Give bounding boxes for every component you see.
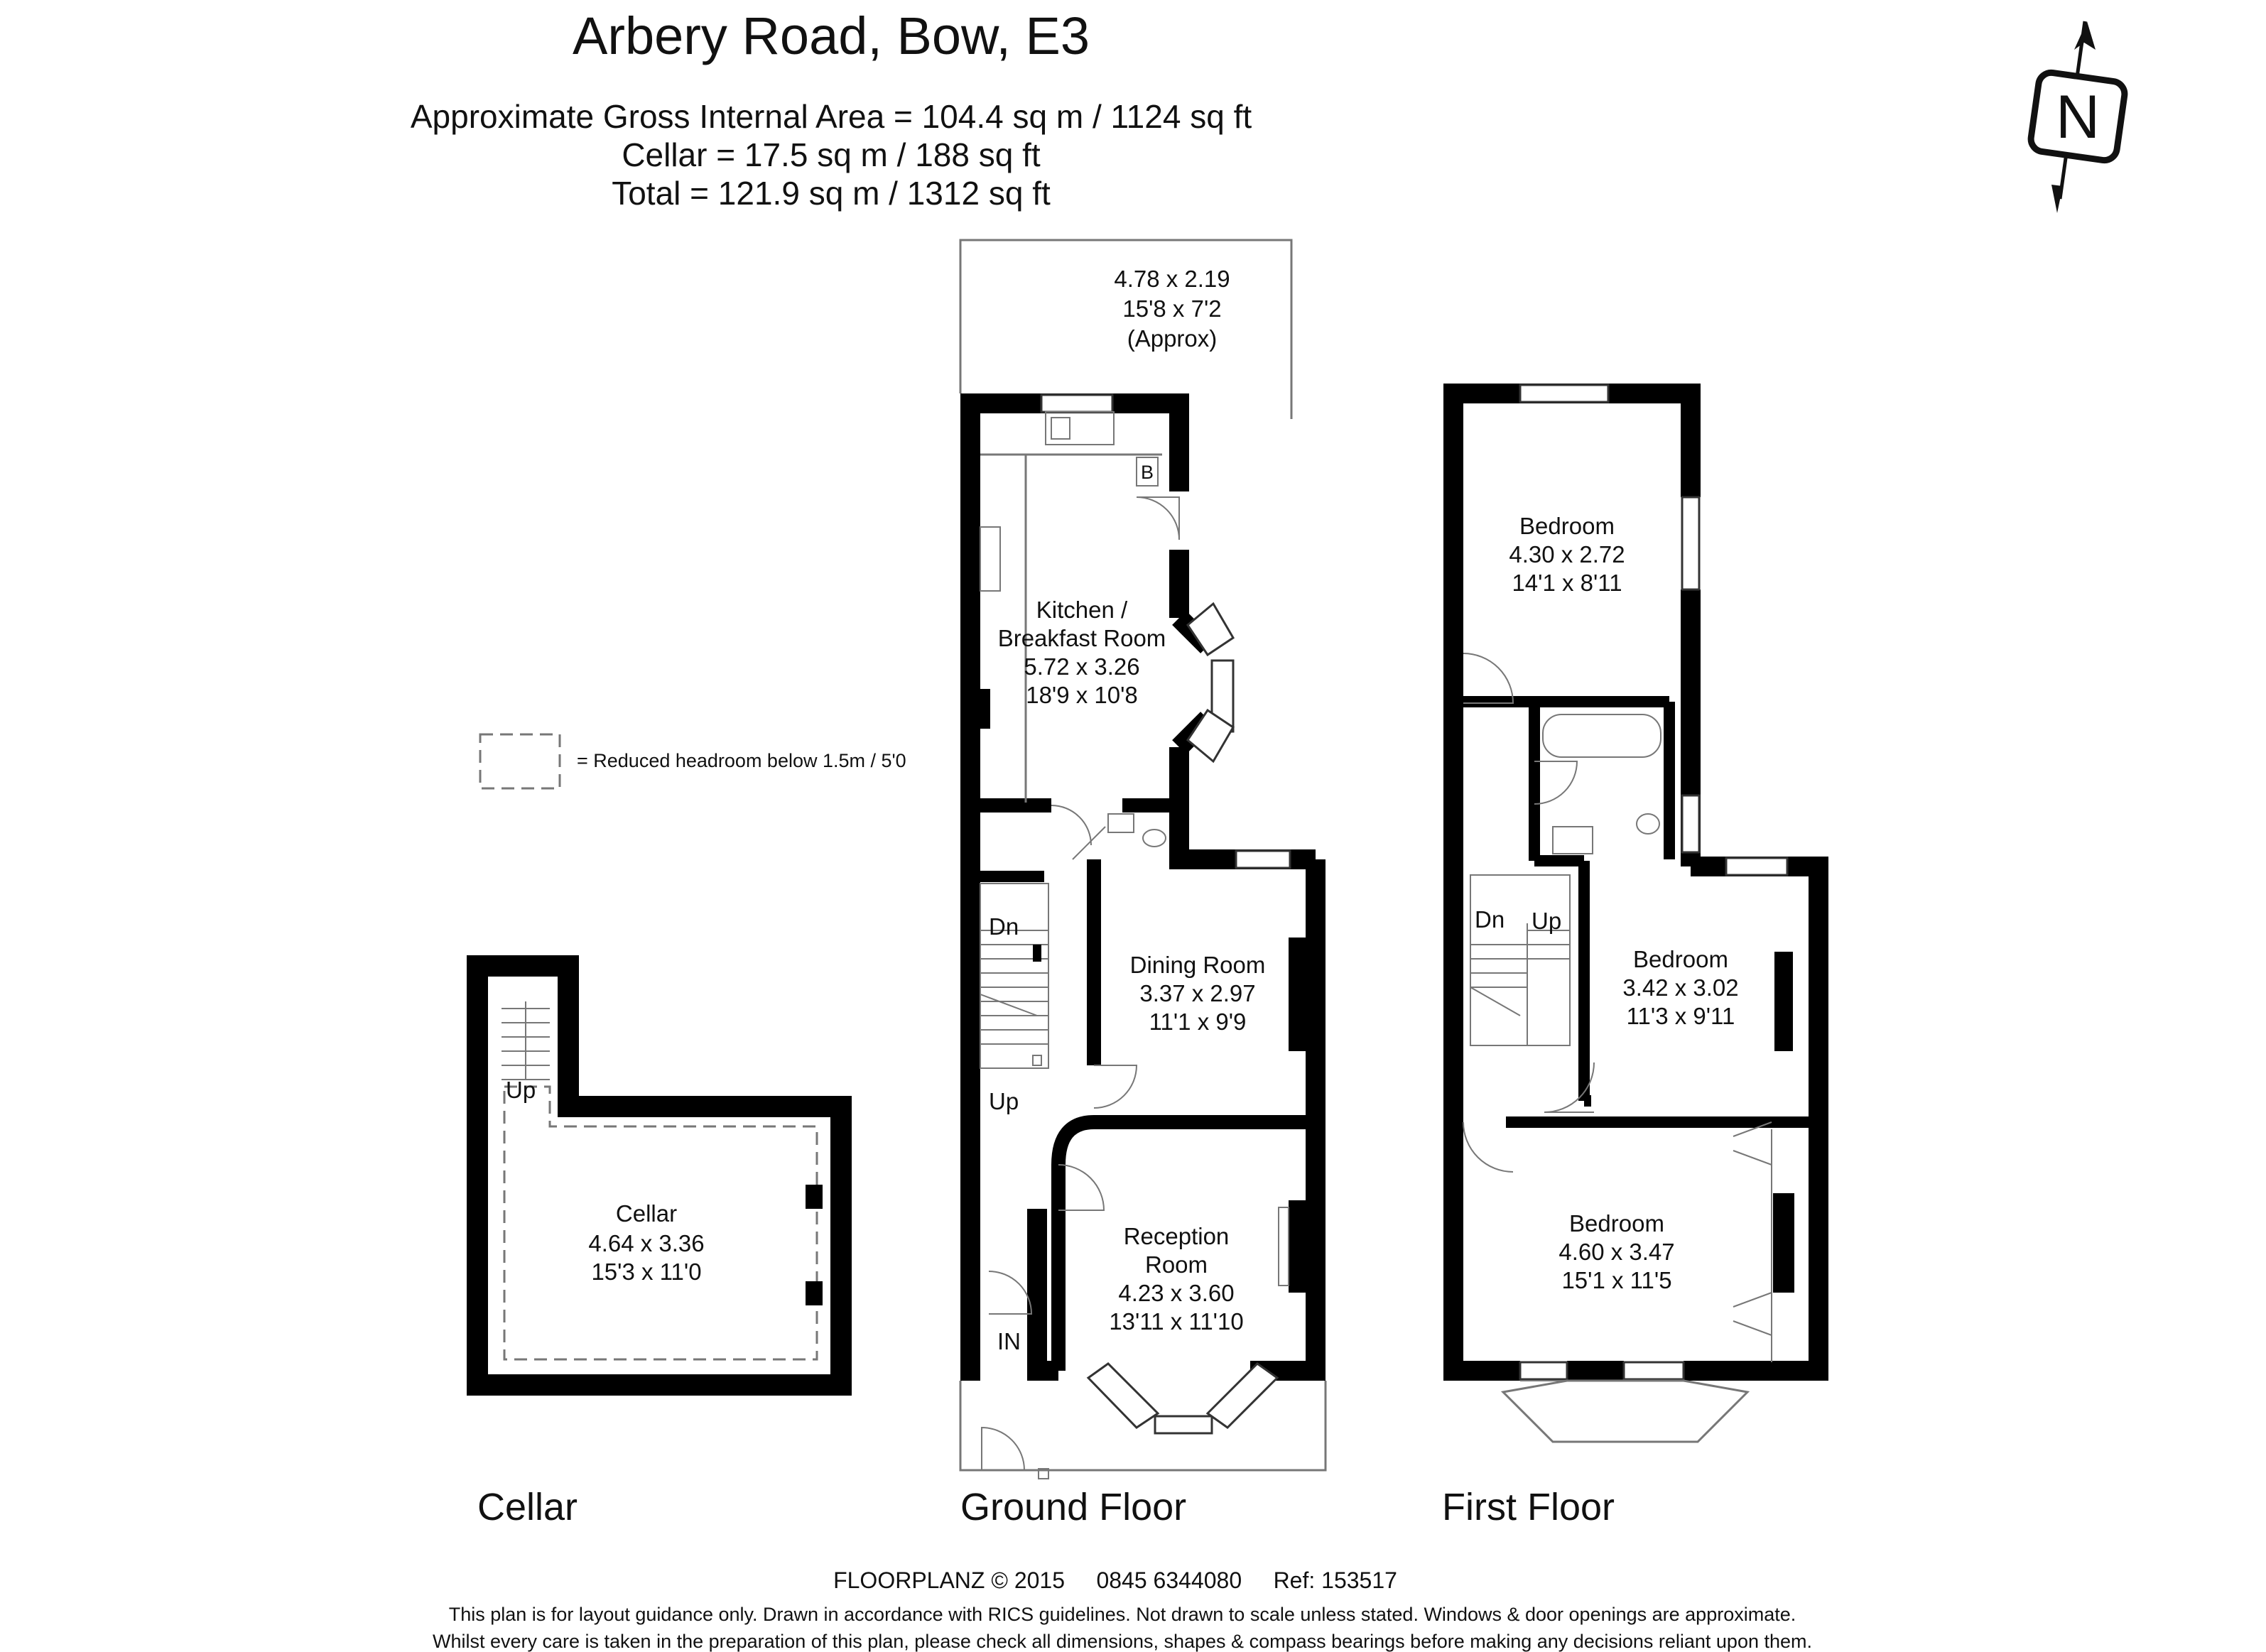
dining-room-imperial: 11'1 x 9'9 xyxy=(1149,1009,1247,1035)
garden-approx-note: (Approx) xyxy=(1127,325,1218,352)
footer-credits: FLOORPLANZ © 2015 0845 6344080 Ref: 1535… xyxy=(833,1567,1397,1593)
legend-text: = Reduced headroom below 1.5m / 5'0 xyxy=(577,750,906,771)
first-floor-stairs xyxy=(1470,874,1571,1046)
north-arrow-icon: N xyxy=(2027,21,2128,213)
floor-label-ground: Ground Floor xyxy=(960,1486,1186,1528)
first-stair-down-label: Dn xyxy=(1475,906,1505,933)
bedroom-middle-name: Bedroom xyxy=(1633,946,1728,972)
porch-door xyxy=(981,1426,1025,1471)
page-title: Arbery Road, Bow, E3 xyxy=(573,6,1090,65)
kitchen-back-door xyxy=(1136,496,1180,540)
cellar-room-imperial: 15'3 x 11'0 xyxy=(591,1259,701,1285)
ground-stair-down-label: Dn xyxy=(989,913,1019,940)
garden-dimension-imperial: 15'8 x 7'2 xyxy=(1122,295,1221,322)
wc-basin-icon xyxy=(1107,813,1134,833)
bedroom-middle-metric: 3.42 x 3.02 xyxy=(1622,974,1738,1001)
reception-room-name-line2: Room xyxy=(1145,1251,1208,1278)
bath-basin-icon xyxy=(1552,826,1593,854)
first-floor-plan: Dn Up Bedroom 4.30 x 2.72 14'1 x 8'11 Be… xyxy=(1443,384,1828,1443)
bedroom-front-imperial: 15'1 x 11'5 xyxy=(1561,1267,1671,1293)
bedroom-middle-imperial: 11'3 x 9'11 xyxy=(1627,1003,1735,1029)
kitchen-metric: 5.72 x 3.26 xyxy=(1024,653,1139,680)
bedroom-rear-imperial: 14'1 x 8'11 xyxy=(1512,570,1622,596)
reception-room-name-line1: Reception xyxy=(1124,1223,1230,1249)
footer-disclaimer-line1: This plan is for layout guidance only. D… xyxy=(449,1604,1796,1625)
ground-floor-plan: 4.78 x 2.19 15'8 x 7'2 (Approx) xyxy=(959,239,1327,1479)
floor-label-first: First Floor xyxy=(1442,1486,1615,1528)
floor-label-cellar: Cellar xyxy=(477,1486,578,1528)
cellar-plan: Up Cellar 4.64 x 3.36 15'3 x 11'0 xyxy=(467,955,852,1396)
kitchen-sink-icon xyxy=(1045,411,1115,445)
ground-stair-up-label: Up xyxy=(989,1088,1019,1114)
garden-dimension-metric: 4.78 x 2.19 xyxy=(1114,266,1230,292)
bathtub-icon xyxy=(1542,714,1661,758)
dining-room-name: Dining Room xyxy=(1130,952,1266,978)
reception-room-metric: 4.23 x 3.60 xyxy=(1118,1280,1234,1306)
dining-room-metric: 3.37 x 2.97 xyxy=(1139,980,1255,1006)
reception-room-imperial: 13'11 x 11'10 xyxy=(1109,1308,1243,1335)
kitchen-imperial: 18'9 x 10'8 xyxy=(1026,682,1138,708)
front-door xyxy=(988,1271,1033,1315)
bedroom-front-metric: 4.60 x 3.47 xyxy=(1558,1239,1674,1265)
area-cellar: Cellar = 17.5 sq m / 188 sq ft xyxy=(622,136,1041,173)
bath-toilet-icon xyxy=(1636,813,1660,835)
reception-room-door xyxy=(1058,1164,1105,1211)
kitchen-name-line2: Breakfast Room xyxy=(998,625,1166,651)
area-gross: Approximate Gross Internal Area = 104.4 … xyxy=(411,98,1252,135)
cellar-stair-up-label: Up xyxy=(506,1077,536,1103)
wc-toilet-icon xyxy=(1142,829,1166,847)
bedroom-rear-metric: 4.30 x 2.72 xyxy=(1509,541,1625,567)
reduced-headroom-swatch xyxy=(479,733,561,790)
dining-room-door xyxy=(1093,1065,1138,1109)
footer-disclaimer-line2: Whilst every care is taken in the prepar… xyxy=(433,1631,1812,1652)
boiler-icon xyxy=(1136,457,1159,487)
kitchen-name-line1: Kitchen / xyxy=(1036,597,1128,623)
area-total: Total = 121.9 sq m / 1312 sq ft xyxy=(612,175,1051,212)
entrance-label: IN xyxy=(997,1328,1021,1354)
bedroom-front-name: Bedroom xyxy=(1569,1210,1664,1237)
bedroom-rear-name: Bedroom xyxy=(1519,513,1615,539)
ground-floor-stairs xyxy=(980,883,1049,1069)
cellar-stairs xyxy=(502,1001,550,1080)
boiler-label: B xyxy=(1141,462,1154,483)
cellar-room-name: Cellar xyxy=(616,1200,677,1227)
cellar-room-metric: 4.64 x 3.36 xyxy=(588,1230,704,1256)
first-stair-up-label: Up xyxy=(1532,908,1561,934)
compass-letter: N xyxy=(2056,83,2100,151)
